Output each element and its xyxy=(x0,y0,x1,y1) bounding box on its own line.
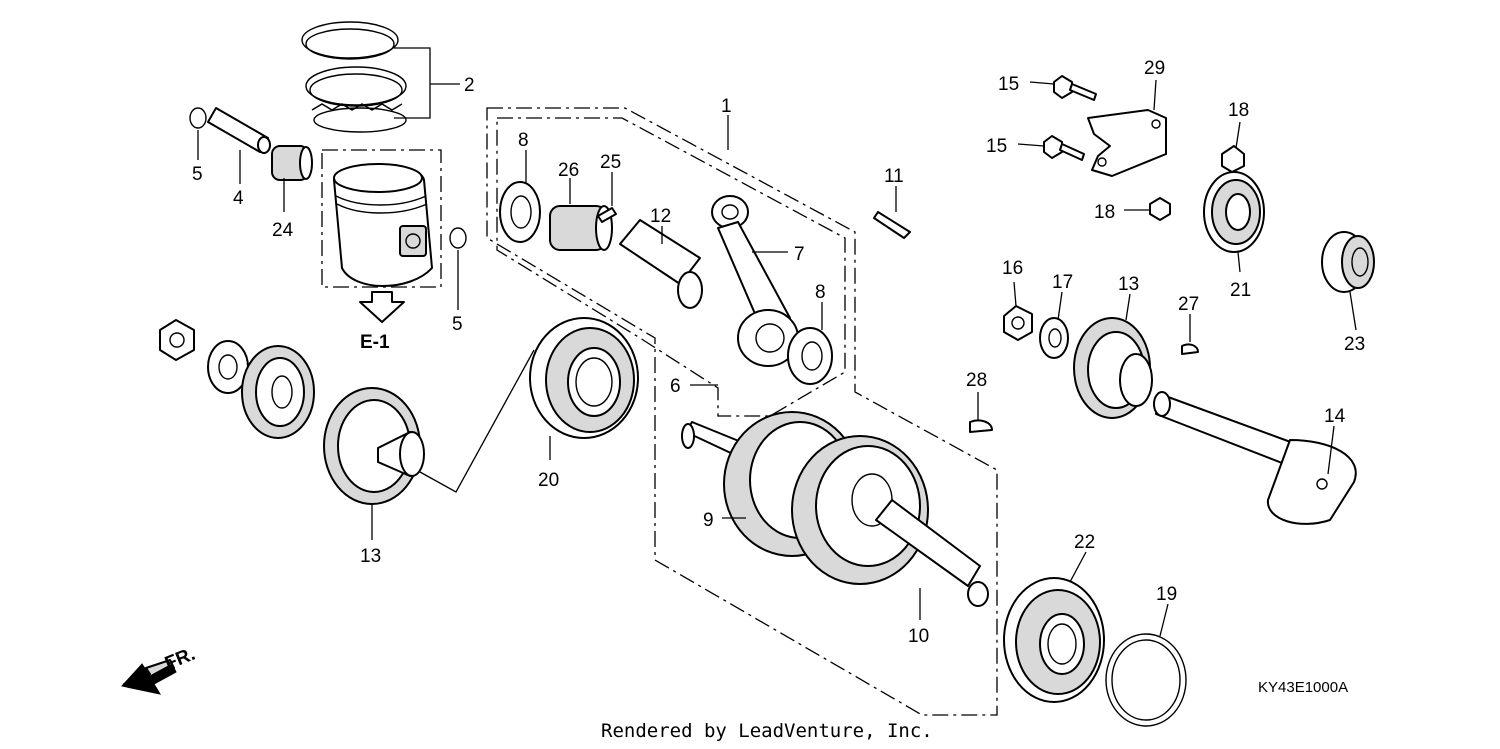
callout-17: 17 xyxy=(1052,272,1073,293)
woodruff-key-11 xyxy=(873,211,911,239)
callout-18-upper: 18 xyxy=(1228,100,1249,121)
bolt-15-upper xyxy=(1053,75,1097,101)
callout-24: 24 xyxy=(272,220,294,241)
piston-rings xyxy=(301,21,407,133)
sprocket-left xyxy=(241,345,315,439)
callout-29: 29 xyxy=(1144,58,1165,79)
piston-group-outline xyxy=(321,149,442,288)
callout-2: 2 xyxy=(464,75,475,96)
callout-14: 14 xyxy=(1324,406,1346,427)
callout-7: 7 xyxy=(794,244,805,265)
callout-13-left: 13 xyxy=(360,546,381,567)
callout-11: 11 xyxy=(884,166,904,187)
gear-13-right xyxy=(1073,317,1153,419)
bearing-21 xyxy=(1203,171,1265,253)
key-27 xyxy=(1181,343,1199,355)
front-direction-arrow xyxy=(121,659,177,695)
reference-label-e1: E-1 xyxy=(360,332,390,353)
piston-pin-clip-left xyxy=(189,107,207,129)
dowel-pin-25 xyxy=(597,207,617,223)
piston-pin-clip-right xyxy=(449,227,467,249)
callout-18-lower: 18 xyxy=(1094,202,1115,223)
callout-8-upper: 8 xyxy=(518,130,529,151)
nut-16 xyxy=(1003,305,1033,341)
callout-27: 27 xyxy=(1178,294,1199,315)
small-end-needle-bearing xyxy=(271,145,313,181)
callout-5-left: 5 xyxy=(192,164,203,185)
reference-arrow-e1 xyxy=(359,291,405,323)
callout-13-right: 13 xyxy=(1118,274,1139,295)
leader-lines xyxy=(197,47,1357,637)
callout-15-lower: 15 xyxy=(986,136,1007,157)
direction-label-fr: FR. xyxy=(162,644,198,675)
credit-text: Rendered by LeadVenture, Inc. xyxy=(601,720,933,742)
circlip-19 xyxy=(1105,633,1187,727)
callout-26: 26 xyxy=(558,160,579,181)
callout-16: 16 xyxy=(1002,258,1023,279)
thrust-washer-upper xyxy=(499,181,541,243)
diagram-code: KY43E1000A xyxy=(1258,679,1348,696)
callout-5-right: 5 xyxy=(452,314,463,335)
nut-18-lower xyxy=(1149,197,1171,221)
washer-17 xyxy=(1039,317,1069,359)
key-28 xyxy=(969,419,993,433)
callout-28: 28 xyxy=(966,370,987,391)
callout-15-upper: 15 xyxy=(998,74,1019,95)
primary-drive-gear-left xyxy=(323,387,425,505)
crank-pin xyxy=(619,219,703,309)
piston-pin xyxy=(207,107,271,154)
callout-9: 9 xyxy=(703,510,714,531)
callout-12: 12 xyxy=(650,206,671,227)
callout-10: 10 xyxy=(908,626,929,647)
callout-19: 19 xyxy=(1156,584,1177,605)
callout-8-lower: 8 xyxy=(815,282,826,303)
bearing-23 xyxy=(1321,231,1375,293)
nut-18-upper xyxy=(1221,145,1245,173)
connecting-rod xyxy=(711,195,799,367)
crankshaft-half-14 xyxy=(1153,391,1357,525)
bracket-29 xyxy=(1087,109,1167,177)
lock-nut-left xyxy=(159,319,195,361)
crank-bearing-left xyxy=(529,317,639,439)
callout-6: 6 xyxy=(670,376,681,397)
callout-1: 1 xyxy=(721,96,732,117)
thrust-washer-lower xyxy=(787,327,833,385)
connecting-rod-kit-outline xyxy=(496,117,846,417)
piston xyxy=(333,163,433,287)
crankshaft xyxy=(681,411,989,607)
callouts: 1 2 4 5 5 6 7 8 8 9 10 11 12 13 13 14 15… xyxy=(192,58,1365,647)
crank-bearing-right xyxy=(1003,577,1105,703)
callout-20: 20 xyxy=(538,470,559,491)
callout-21: 21 xyxy=(1230,280,1251,301)
callout-23: 23 xyxy=(1344,334,1365,355)
callout-4: 4 xyxy=(233,188,244,209)
bolt-15-lower xyxy=(1043,135,1085,161)
callout-25: 25 xyxy=(600,152,621,173)
callout-22: 22 xyxy=(1074,532,1095,553)
crankshaft-assembly-outline xyxy=(486,107,998,716)
